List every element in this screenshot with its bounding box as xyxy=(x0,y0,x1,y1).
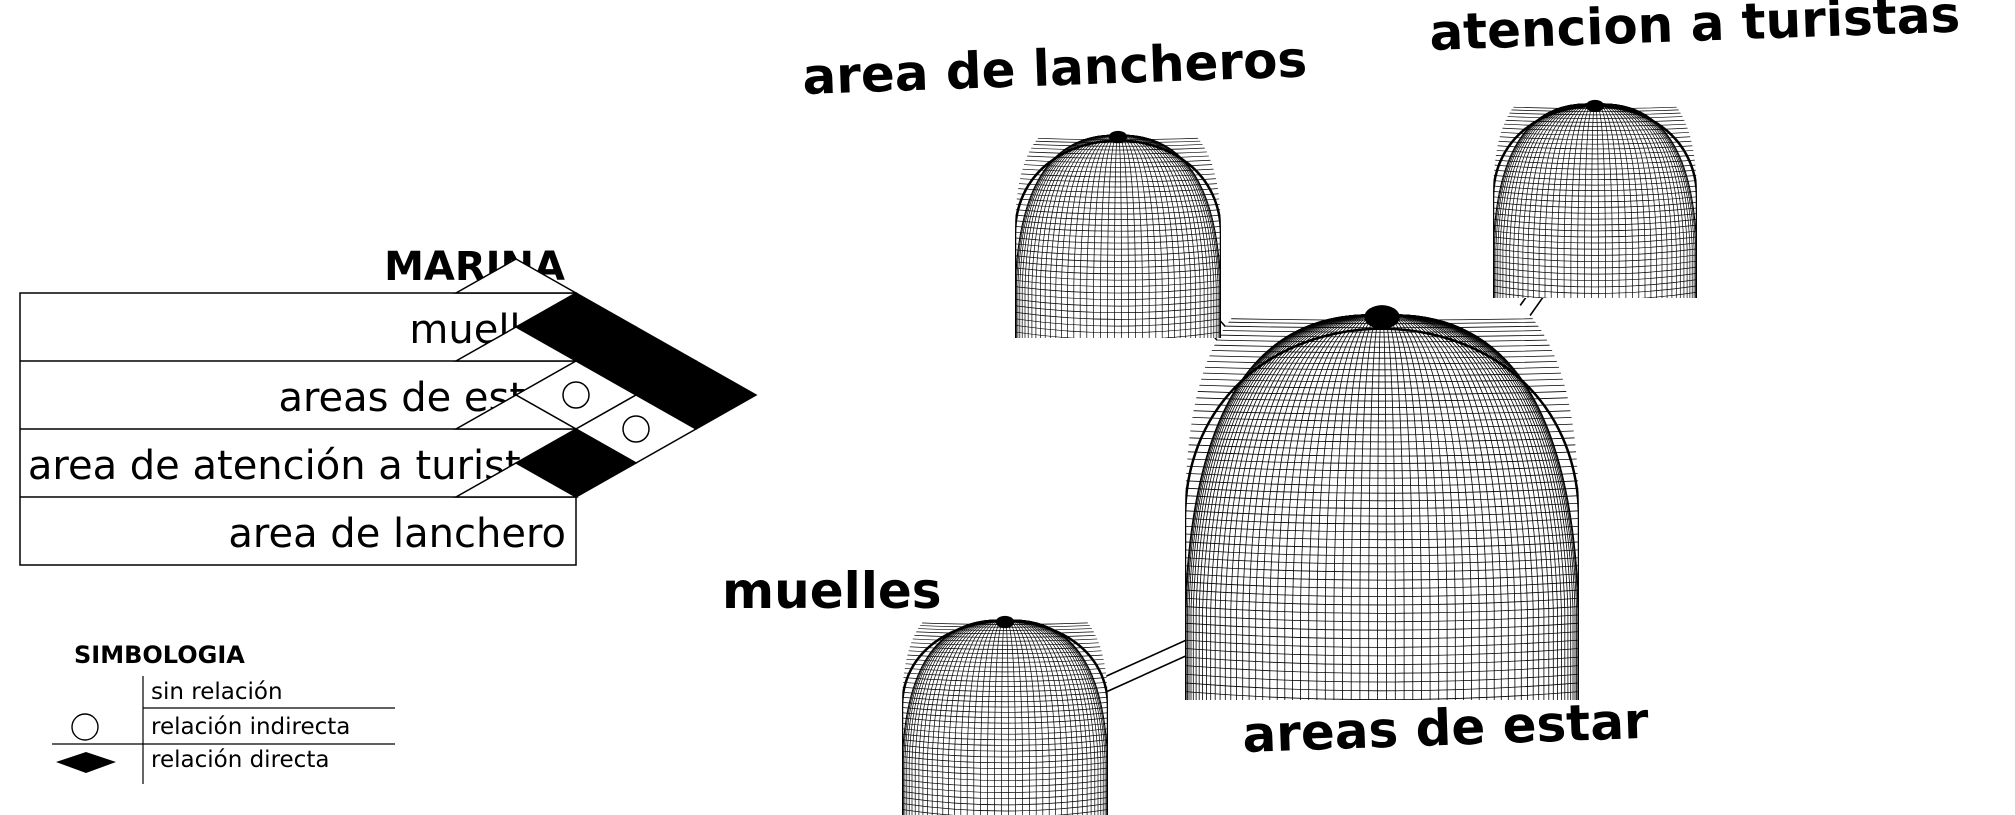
bubble-label-estar: areas de estar xyxy=(1241,692,1649,764)
matrix-row-label-atencion-turistas: area de atención a turistas xyxy=(28,443,566,489)
bubble-areas-de-estar xyxy=(1185,270,1579,700)
bubble-label-lancheros: area de lancheros xyxy=(801,30,1308,106)
legend-title: SIMBOLOGIA xyxy=(74,641,245,669)
matrix-edge-cell xyxy=(453,462,579,498)
legend-circle-icon xyxy=(71,713,99,741)
bubble-muelles xyxy=(902,597,1108,815)
bubble-area-de-lancheros xyxy=(1015,114,1221,338)
legend: SIMBOLOGIA sin relación relación indirec… xyxy=(52,641,395,784)
matrix-edge-cell xyxy=(453,394,579,430)
matrix-cell-circle-icon xyxy=(622,415,650,443)
matrix-triangle-grid xyxy=(453,258,758,498)
legend-label-relacion-directa: relación directa xyxy=(151,747,329,773)
relationship-matrix: MARINA muelles areas de estar area de at… xyxy=(19,244,758,566)
matrix-edge-cell xyxy=(453,326,579,362)
matrix-row-label-lanchero: area de lanchero xyxy=(228,511,566,557)
legend-label-sin-relacion: sin relación xyxy=(151,679,283,705)
bubble-atencion-a-turistas xyxy=(1493,80,1697,298)
legend-diamond-icon xyxy=(56,752,116,773)
matrix-cell-circle-icon xyxy=(562,381,590,409)
bubble-label-turistas: atencion a turistas xyxy=(1428,0,1961,62)
matrix-edge-cell xyxy=(453,258,579,294)
bubble-label-muelles: muelles xyxy=(722,562,942,620)
legend-label-relacion-indirecta: relación indirecta xyxy=(151,714,350,740)
